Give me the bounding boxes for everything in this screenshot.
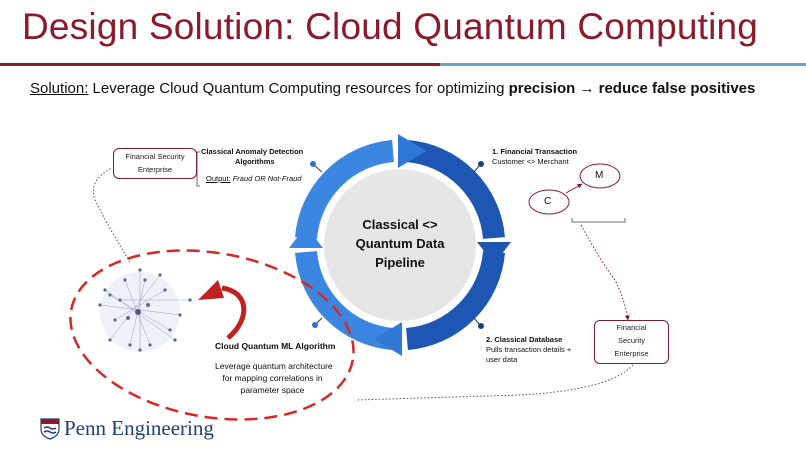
logo-text: Penn Engineering — [64, 416, 214, 440]
connector-dot-br — [478, 323, 484, 329]
solution-emphasis: precision → reduce false positives — [508, 80, 756, 97]
flow-merchant-to-enterprise — [580, 224, 630, 321]
solution-text: Leverage Cloud Quantum Computing resourc… — [88, 80, 509, 97]
node-m-label: M — [595, 170, 604, 181]
title-rule-blue — [440, 63, 806, 66]
ring-arc-top-right — [405, 140, 505, 240]
flow-enterprise-to-ml — [355, 364, 634, 401]
curved-red-arrow — [221, 285, 247, 340]
title-rule-red — [0, 63, 440, 66]
slide-title: Design Solution: Cloud Quantum Computing — [22, 6, 759, 47]
node-c-circle — [528, 189, 570, 215]
connector-dot-bl — [312, 322, 318, 328]
ring-arc-top-left — [295, 140, 395, 240]
ring-arrowhead-left — [289, 226, 323, 248]
ring-arc-bottom-left — [295, 250, 395, 350]
node-m-circle — [579, 163, 621, 189]
ring-arrowhead-top — [398, 134, 426, 168]
solution-statement: Solution: Leverage Cloud Quantum Computi… — [30, 80, 755, 97]
pipeline-inner-disc — [324, 169, 476, 321]
anomaly-bracket — [196, 151, 200, 187]
connector-dot-tr — [478, 161, 484, 167]
quantum-ml-region — [69, 249, 355, 421]
classical-anomaly-label: Classical Anomaly Detection Algorithms O… — [201, 147, 304, 183]
pipeline-center-label: Classical <> Quantum Data Pipeline — [355, 217, 445, 270]
network-graph-image — [98, 268, 192, 352]
curved-red-arrow-head — [198, 280, 224, 300]
solution-prefix: Solution: — [30, 80, 89, 97]
financial-security-enterprise-box-right: Financial Security Enterprise — [594, 320, 669, 364]
classical-database-label: 2. Classical Database Pulls transaction … — [486, 335, 572, 364]
ring-arrowhead-right — [477, 242, 511, 264]
financial-transaction-label: 1. Financial Transaction Customer <> Mer… — [492, 147, 578, 166]
penn-shield-icon — [40, 417, 60, 440]
penn-engineering-logo: Penn Engineering — [40, 416, 214, 441]
financial-security-enterprise-box-left: Financial Security Enterprise — [113, 148, 197, 179]
cloud-quantum-ml-label: Cloud Quantum ML Algorithm Leverage quan… — [215, 341, 336, 395]
ring-arrowhead-bottom — [374, 322, 402, 356]
connector-dot-tl — [310, 161, 316, 167]
flow-ml-to-enterprise — [92, 167, 131, 263]
node-c-label: C — [544, 196, 552, 207]
ring-arc-bottom-right — [405, 250, 505, 350]
merchant-bracket — [571, 218, 626, 223]
